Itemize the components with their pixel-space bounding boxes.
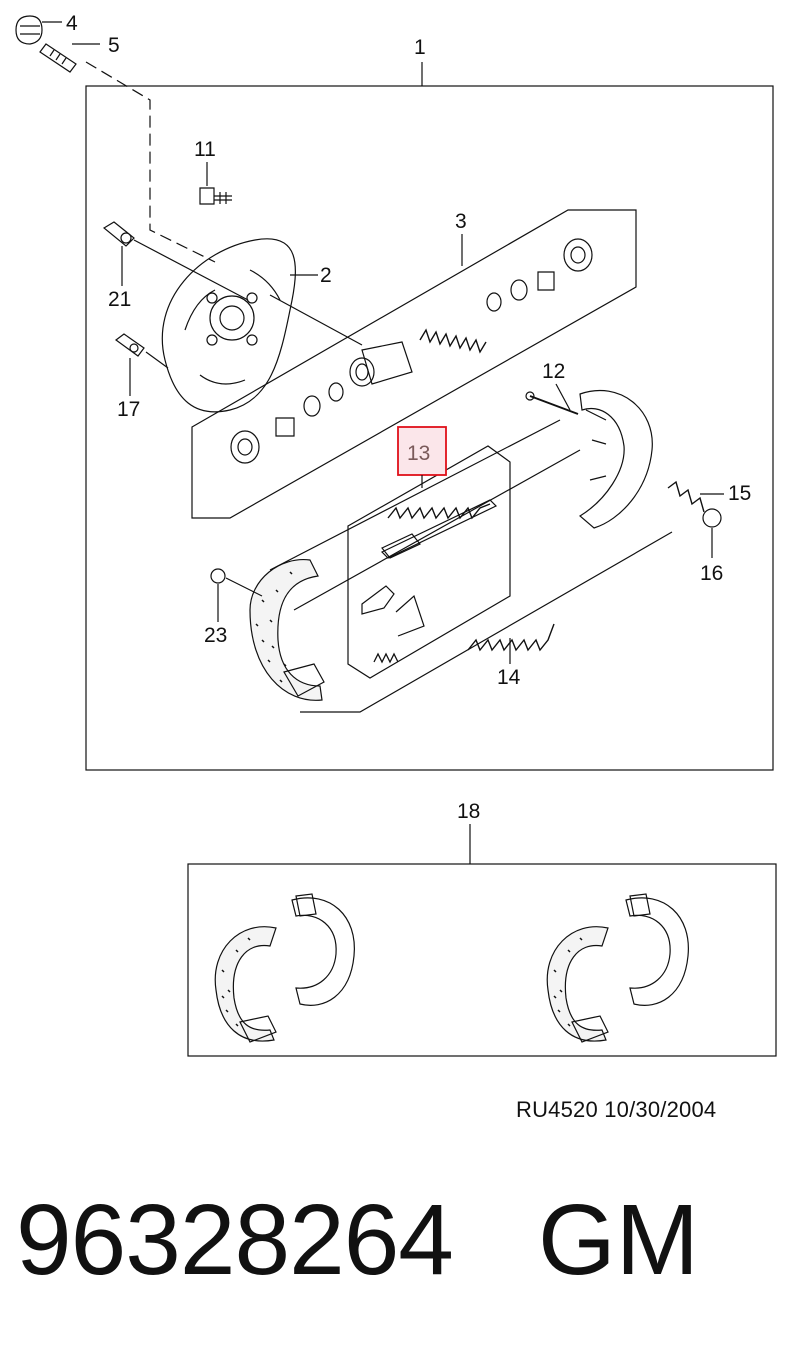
shoe-pair-left [214,893,355,1043]
callout-2: 2 [320,264,332,287]
leader-17-plate [145,351,169,369]
cylinder-kit-frame-3 [191,209,637,519]
pin-part-12 [525,391,579,415]
brake-shoe-left [249,559,325,701]
leader-12 [555,383,571,411]
leader-23-shoe [225,577,263,597]
spring-part-15 [667,480,705,513]
leader-21-plate [133,239,249,301]
dust-boot-part-4 [15,15,43,45]
callout-3: 3 [455,210,467,233]
wheel-cylinder-body [349,341,413,387]
callout-4: 4 [66,12,78,35]
small-spring [373,652,399,664]
assembly-guide-lines [300,531,673,713]
cap-part-16 [702,508,722,528]
shoe-set-frame-18 [187,863,777,1057]
nut-part-23 [210,568,226,584]
spring-kit-frame-13 [347,445,511,679]
leader-5-dashed [85,61,216,263]
backing-plate-part-2 [161,238,296,413]
fitting-part-17 [114,333,145,357]
guide-line-b [293,449,581,611]
wire-clip [395,594,425,637]
callout-16: 16 [700,562,723,585]
adjuster-piece [381,533,421,559]
brake-shoe-right [578,389,653,529]
part-number: 96328264 [16,1184,454,1296]
guide-line-a [269,419,561,571]
cylinder-spring [419,328,487,354]
shoe-pair-right [546,893,689,1043]
adjuster-part-21 [102,221,135,247]
callout-15: 15 [728,482,751,505]
callout-12: 12 [542,360,565,383]
assembly-frame-1 [85,85,774,771]
bolt-part-11 [199,187,232,205]
brand-label: GM [538,1184,700,1296]
callout-18: 18 [457,800,480,823]
callout-21: 21 [108,288,131,311]
callout-17: 17 [117,398,140,421]
reference-code: RU4520 10/30/2004 [516,1097,717,1122]
callout-5: 5 [108,34,120,57]
callout-13: 13 [407,442,430,465]
cylinder-small-parts [230,238,593,464]
callout-14: 14 [497,666,521,689]
strut-bar [380,499,498,559]
callout-11: 11 [194,138,216,161]
bleeder-screw-part-5 [39,43,77,73]
spring-part-14 [467,623,555,652]
callout-23: 23 [204,624,227,647]
callout-1: 1 [414,36,426,59]
lever-bracket [361,585,395,615]
leader-cylinder [269,294,363,346]
